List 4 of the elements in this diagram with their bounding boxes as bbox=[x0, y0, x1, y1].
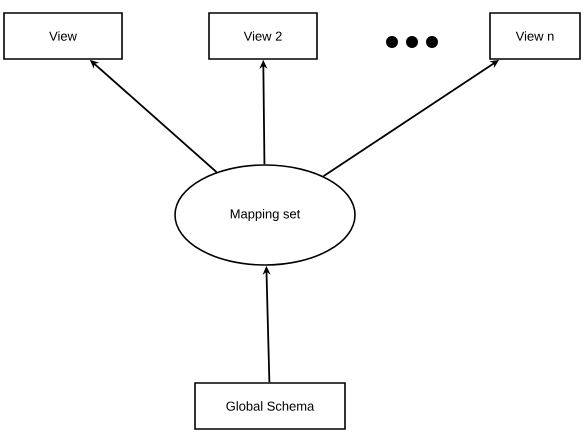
schema-box: Global Schema bbox=[194, 382, 346, 430]
view-box: View 2 bbox=[208, 12, 318, 60]
view-box: View bbox=[3, 12, 123, 60]
view-box: View n bbox=[489, 12, 581, 60]
